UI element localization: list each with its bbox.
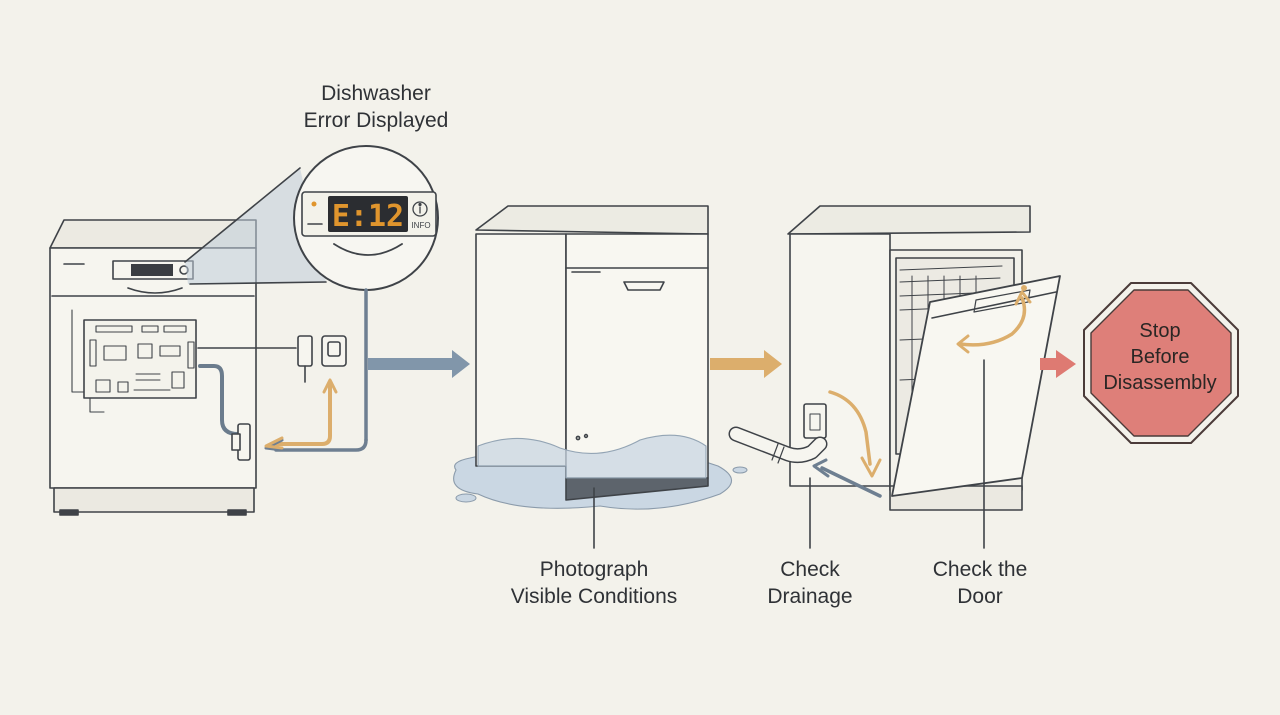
- sensor-icon: [297, 335, 347, 383]
- arrow-step-1: [368, 350, 470, 378]
- dishwasher-leak-icon: [475, 205, 709, 501]
- step-label-line1: Check: [780, 558, 840, 581]
- callout-title-line2: Error Displayed: [303, 109, 449, 132]
- step-label-drainage: Check Drainage: [740, 556, 880, 610]
- zoom-cone: [185, 168, 326, 284]
- stop-label-line1: Stop: [1139, 320, 1181, 342]
- callout-title: Dishwasher Error Displayed: [286, 80, 466, 134]
- stop-label-line3: Disassembly: [1103, 372, 1217, 394]
- step-label-door: Check the Door: [910, 556, 1050, 610]
- hose-valve-icon: [198, 364, 251, 461]
- drain-hose-icon: [728, 390, 882, 498]
- open-door-icon: [891, 275, 1061, 497]
- step-label-line2: Visible Conditions: [510, 585, 678, 608]
- callout-title-line1: Dishwasher: [321, 82, 431, 105]
- arrow-step-2: [710, 350, 782, 378]
- step-label-line1: Photograph: [539, 558, 649, 581]
- error-code-display: E:12: [332, 199, 404, 234]
- step-label-line2: Drainage: [767, 585, 853, 608]
- step-label-line2: Door: [957, 585, 1003, 608]
- step-label-photograph: Photograph Visible Conditions: [484, 556, 704, 610]
- info-icon: [412, 201, 428, 217]
- step-label-line1: Check the: [932, 558, 1028, 581]
- stop-sign-icon: [1083, 282, 1239, 444]
- stop-label-line2: Before: [1130, 346, 1190, 368]
- arrow-step-3: [1040, 350, 1076, 378]
- stop-sign-label: Stop Before Disassembly: [1086, 318, 1234, 396]
- error-display-magnifier: [274, 145, 439, 452]
- info-label: INFO: [411, 221, 430, 230]
- circuit-board-icon: [71, 309, 197, 413]
